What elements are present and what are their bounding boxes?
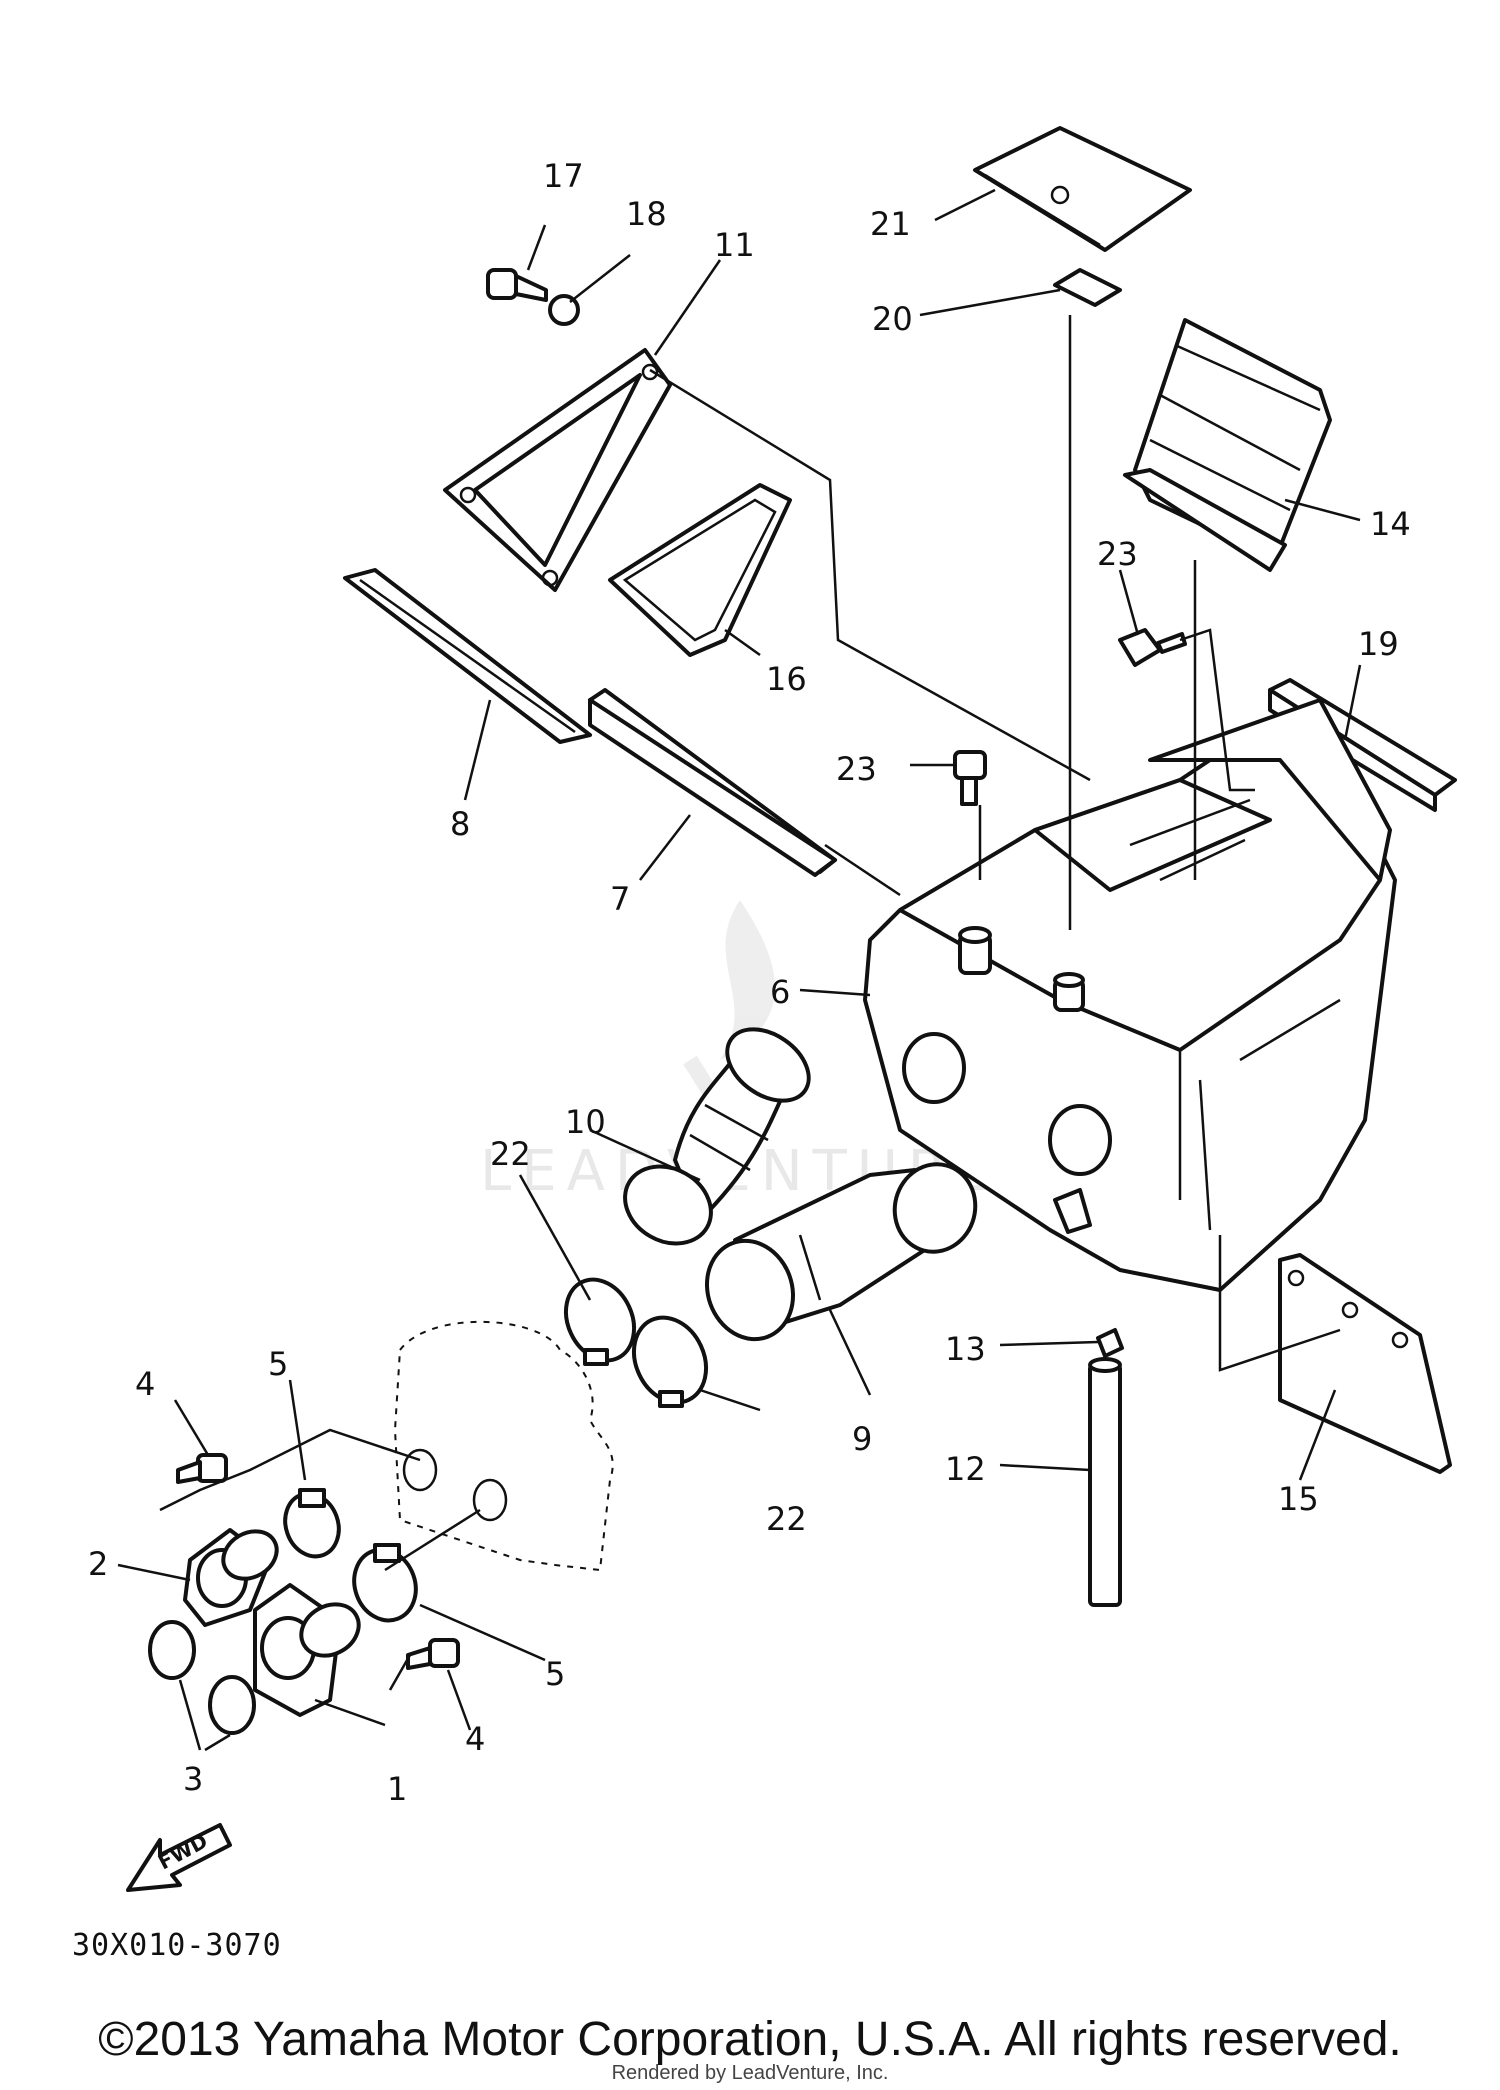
part-3-o-ring-b	[208, 1675, 256, 1735]
part-2-carburetor-joint	[183, 1528, 279, 1627]
callout-17: 17	[543, 157, 584, 195]
callout-3: 3	[183, 1760, 203, 1798]
callout-12: 12	[945, 1450, 986, 1488]
callout-10: 10	[565, 1103, 606, 1141]
callout-14: 14	[1370, 505, 1411, 543]
part-22-clamp-upper	[563, 1277, 637, 1366]
part-12-drain-hose	[1088, 1363, 1122, 1607]
copyright-notice: ©2013 Yamaha Motor Corporation, U.S.A. A…	[98, 2013, 1402, 2066]
callout-13: 13	[945, 1330, 986, 1368]
part-16-gasket	[608, 483, 792, 657]
part-1-carburetor-joint	[253, 1583, 361, 1717]
part-4-bolt-upper	[176, 1453, 228, 1484]
part-17-bolt	[486, 268, 548, 302]
assembly-lines	[159, 315, 1341, 1691]
callout-23-upper: 23	[1097, 535, 1138, 573]
callout-22-upper: 22	[490, 1135, 531, 1173]
callout-16: 16	[766, 660, 807, 698]
callout-15: 15	[1278, 1480, 1319, 1518]
callout-19: 19	[1358, 625, 1399, 663]
part-4-bolt-lower	[406, 1638, 460, 1670]
part-6-air-box	[863, 698, 1397, 1292]
fwd-arrow: FWD	[126, 1823, 232, 1892]
render-credit: Rendered by LeadVenture, Inc.	[611, 2062, 889, 2084]
callout-7: 7	[610, 880, 630, 918]
callout-leaders	[117, 188, 1362, 1752]
callout-numbers: 17 18 11 21 20 14 23 19 23 16 8 7 6 10 2…	[88, 157, 1411, 1808]
exploded-parts-diagram: LEADVENTURE	[88, 126, 1457, 1892]
part-10-joint-hose	[623, 1027, 811, 1246]
part-5-clamp-upper	[283, 1488, 341, 1559]
callout-21: 21	[870, 205, 911, 243]
callout-23-lower: 23	[836, 750, 877, 788]
callout-5-upper: 5	[268, 1345, 288, 1383]
part-23-bolt-upper	[1118, 628, 1187, 667]
callout-11: 11	[714, 226, 755, 264]
part-11-filter-cap	[443, 348, 672, 592]
part-22-clamp-lower	[632, 1315, 708, 1408]
callout-4-upper: 4	[135, 1365, 155, 1403]
callout-6: 6	[770, 973, 790, 1011]
callout-20: 20	[872, 300, 913, 338]
callout-18: 18	[626, 195, 667, 233]
part-20-pad	[1053, 268, 1122, 307]
part-5-clamp-lower	[352, 1543, 418, 1623]
callout-22-lower: 22	[766, 1500, 807, 1538]
callout-8: 8	[450, 805, 470, 843]
part-23-bolt-lower	[953, 750, 987, 806]
part-14-intake-duct	[1123, 318, 1332, 572]
part-3-o-ring-a	[148, 1620, 196, 1680]
part-9-joint-hose	[704, 1162, 978, 1342]
callout-4-lower: 4	[465, 1720, 485, 1758]
part-18-washer	[548, 294, 580, 326]
diagram-reference-code: 30X010-3070	[72, 1928, 282, 1963]
callout-5-lower: 5	[545, 1655, 565, 1693]
callout-9: 9	[852, 1420, 872, 1458]
part-7-air-filter-element	[588, 688, 837, 877]
callout-2: 2	[88, 1545, 108, 1583]
part-13-clip	[1096, 1328, 1124, 1358]
engine-outline	[393, 1320, 614, 1572]
part-15-side-plate	[1278, 1253, 1452, 1474]
part-21-cover-plate	[973, 126, 1192, 252]
callout-1: 1	[387, 1770, 407, 1808]
